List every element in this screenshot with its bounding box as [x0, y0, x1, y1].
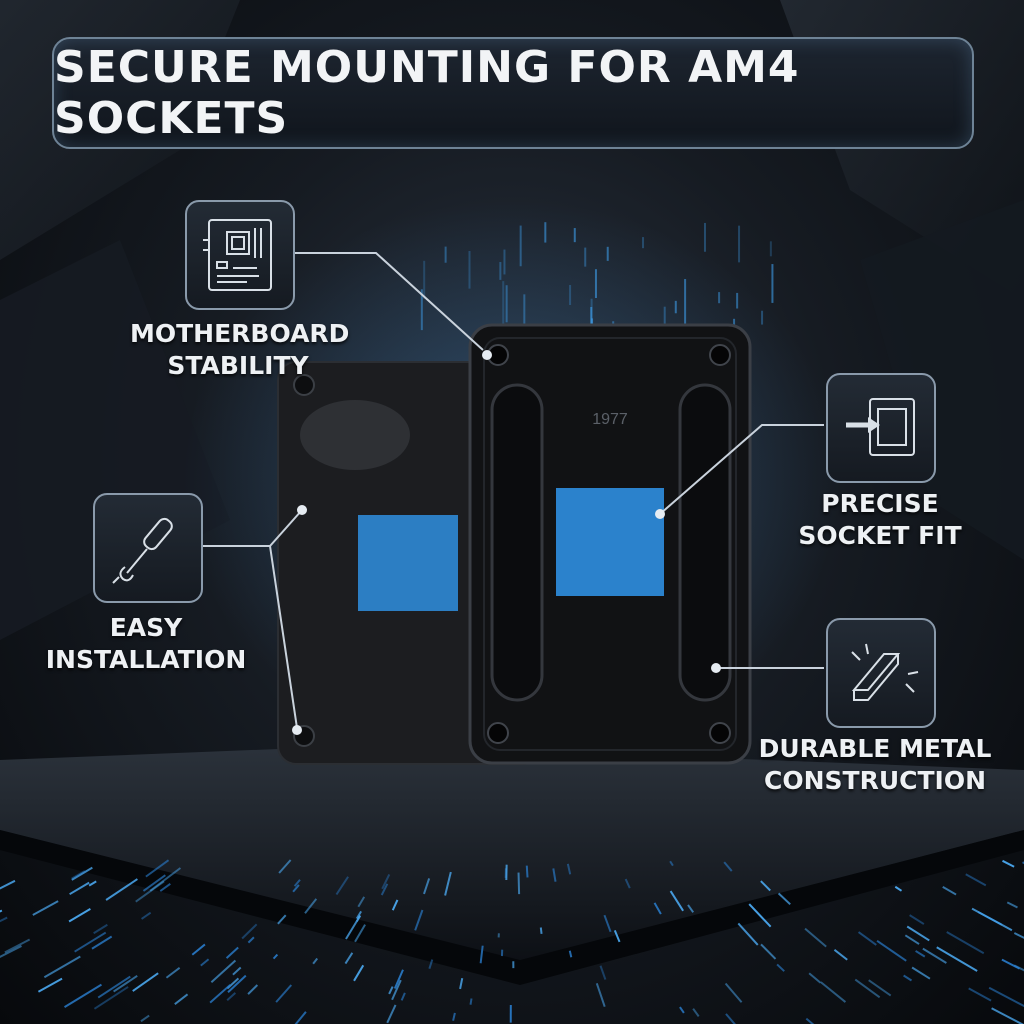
socket-fit-icon — [826, 373, 936, 483]
feature-label-line: STABILITY — [167, 351, 309, 380]
feature-label-socket: PRECISE SOCKET FIT — [780, 488, 980, 552]
screwdriver-icon — [93, 493, 203, 603]
backplate-cutout — [358, 515, 458, 611]
feature-label-motherboard: MOTHERBOARD STABILITY — [130, 318, 350, 382]
feature-label-line: EASY — [109, 613, 183, 642]
feature-label-line: SOCKET FIT — [798, 521, 962, 550]
feature-label-line: DURABLE METAL — [758, 734, 992, 763]
plate-cutout — [556, 488, 664, 596]
callout-dots — [292, 350, 721, 735]
feature-label-line: INSTALLATION — [45, 645, 247, 674]
metal-bracket-icon — [826, 618, 936, 728]
callout-lines — [202, 252, 824, 729]
feature-label-construction: DURABLE METAL CONSTRUCTION — [752, 733, 998, 797]
feature-label-installation: EASY INSTALLATION — [36, 612, 256, 676]
feature-label-line: CONSTRUCTION — [763, 766, 986, 795]
data-stream-lines — [0, 222, 1024, 1024]
plate-marking: 1977 — [592, 411, 628, 428]
title-banner: SECURE MOUNTING FOR AM4 SOCKETS — [52, 37, 974, 149]
feature-label-line: MOTHERBOARD — [130, 319, 350, 348]
page-title: SECURE MOUNTING FOR AM4 SOCKETS — [54, 42, 800, 144]
motherboard-icon — [185, 200, 295, 310]
metal-backplate: 1977 — [468, 323, 752, 765]
feature-label-line: PRECISE — [821, 489, 939, 518]
